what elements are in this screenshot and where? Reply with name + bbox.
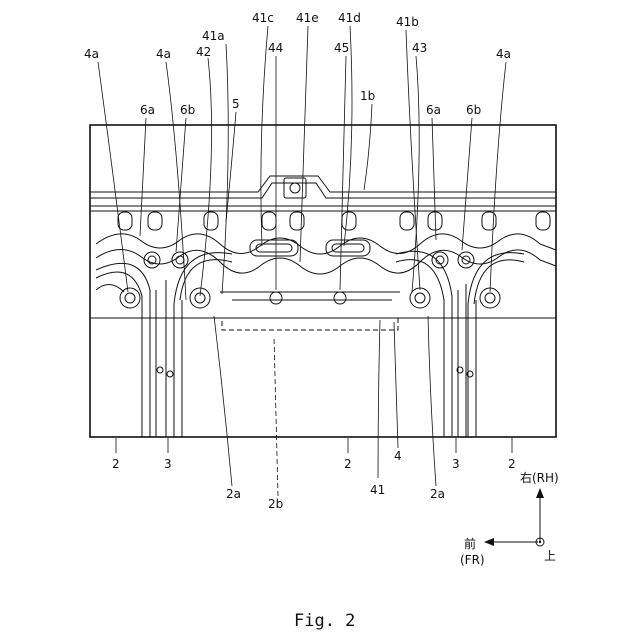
label-41: 41	[370, 483, 385, 497]
label-41c: 41c	[252, 11, 274, 25]
label-6b-left: 6b	[180, 103, 195, 117]
label-4a-right: 4a	[496, 47, 511, 61]
label-3-left: 3	[164, 457, 172, 471]
label-5: 5	[232, 97, 240, 111]
arrow-left-icon	[484, 538, 494, 546]
axis-front-sub: (FR)	[460, 553, 485, 567]
label-2b: 2b	[268, 497, 283, 511]
label-2a-right: 2a	[430, 487, 445, 501]
label-6a-left: 6a	[140, 103, 155, 117]
label-2a-left: 2a	[226, 487, 241, 501]
axis-right-label: 右(RH)	[520, 470, 559, 485]
label-1b: 1b	[360, 89, 375, 103]
label-43: 43	[412, 41, 427, 55]
label-6b-right: 6b	[466, 103, 481, 117]
label-45: 45	[334, 41, 349, 55]
label-4a-mid: 4a	[156, 47, 171, 61]
label-6a-right: 6a	[426, 103, 441, 117]
top-rail	[90, 176, 556, 211]
arrow-up-icon	[536, 488, 544, 498]
rail-slots	[118, 212, 550, 230]
label-41d: 41d	[338, 11, 361, 25]
label-2-right: 2	[508, 457, 516, 471]
module-dividers	[96, 251, 524, 437]
label-3-right: 3	[452, 457, 460, 471]
assembly-frame	[90, 125, 556, 437]
label-41a: 41a	[202, 29, 225, 43]
label-41b: 41b	[396, 15, 419, 29]
figure-caption: Fig. 2	[294, 611, 355, 631]
label-4: 4	[394, 449, 402, 463]
label-4a-left: 4a	[84, 47, 99, 61]
label-41e: 41e	[296, 11, 319, 25]
axis-up-label: 上	[544, 549, 556, 563]
label-44: 44	[268, 41, 283, 55]
label-2-mid: 2	[344, 457, 352, 471]
axis-front-label: 前	[464, 536, 476, 551]
orientation-indicator: 右(RH) 前 (FR) 上	[460, 470, 559, 567]
plate-holes	[157, 367, 473, 377]
dashed-region-2b	[222, 318, 398, 330]
label-2-left: 2	[112, 457, 120, 471]
label-42: 42	[196, 45, 211, 59]
